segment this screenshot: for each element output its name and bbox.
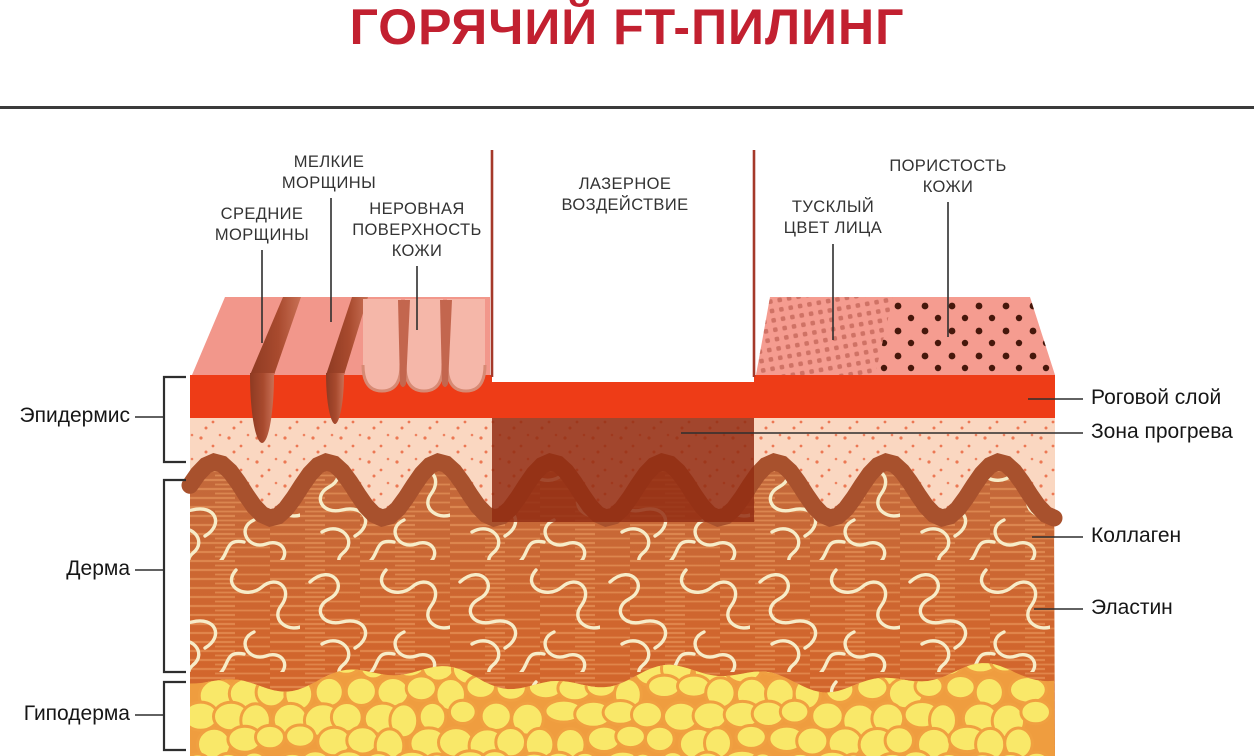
skin-surface-right bbox=[756, 297, 1055, 375]
label-collagen: Коллаген bbox=[1091, 524, 1182, 547]
label-laser-impact: ЛАЗЕРНОЕ ВОЗДЕЙСТВИЕ bbox=[561, 175, 689, 214]
fine-wrinkle-fold bbox=[326, 297, 368, 424]
medium-wrinkle-fold bbox=[250, 297, 301, 443]
label-dull-complexion: ТУСКЛЫЙ ЦВЕТ ЛИЦА bbox=[783, 198, 883, 237]
label-skin-porosity: ПОРИСТОСТЬ КОЖИ bbox=[889, 157, 1007, 196]
laser-beam bbox=[490, 150, 756, 382]
uneven-surface-bumps bbox=[361, 299, 487, 393]
label-stratum-corneum: Роговой слой bbox=[1091, 386, 1222, 409]
leader-lines bbox=[135, 198, 1083, 716]
dull-skin-texture bbox=[756, 297, 893, 375]
label-hypodermis: Гиподерма bbox=[23, 702, 130, 725]
skin-surface-left bbox=[192, 297, 490, 443]
layer-brackets bbox=[162, 375, 186, 752]
label-medium-wrinkles: СРЕДНИЕ МОРЩИНЫ bbox=[214, 205, 310, 244]
heating-zone-overlay bbox=[492, 418, 754, 522]
label-fine-wrinkles: МЕЛКИЕ МОРЩИНЫ bbox=[281, 153, 377, 192]
title-separator-line bbox=[0, 106, 1254, 109]
label-elastin: Эластин bbox=[1091, 596, 1173, 619]
page-title: ГОРЯЧИЙ FT-ПИЛИНГ bbox=[349, 0, 905, 55]
label-heating-zone: Зона прогрева bbox=[1091, 420, 1233, 443]
label-dermis: Дерма bbox=[66, 557, 130, 580]
pores-texture bbox=[875, 297, 1055, 375]
label-epidermis: Эпидермис bbox=[19, 404, 130, 427]
label-uneven-skin-surface: НЕРОВНАЯ ПОВЕРХНОСТЬ КОЖИ bbox=[352, 200, 482, 260]
